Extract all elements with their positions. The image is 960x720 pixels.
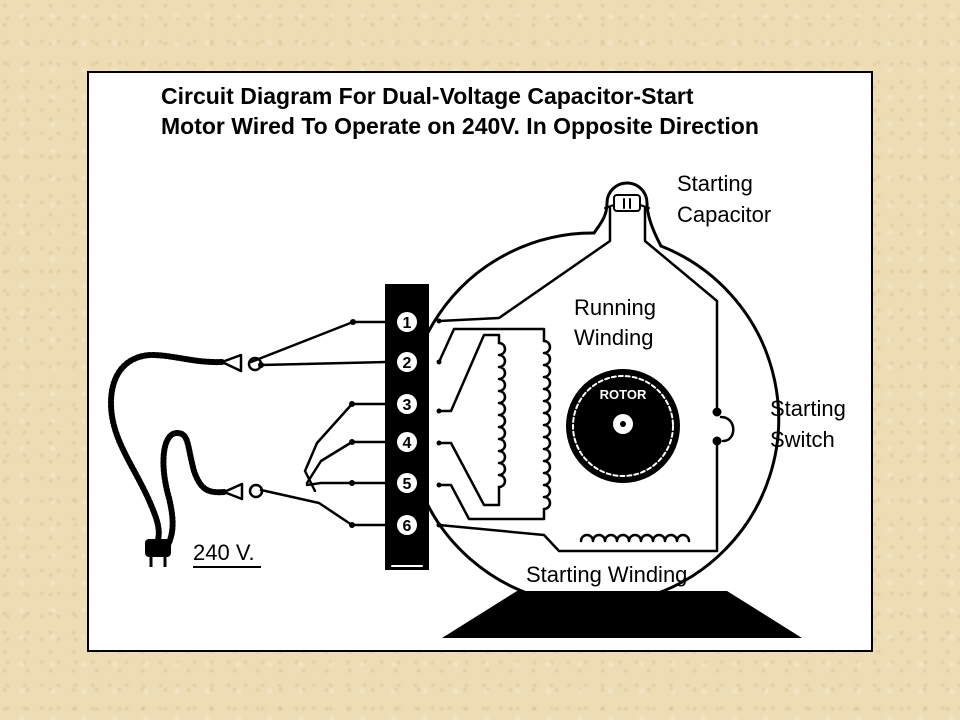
terminal-1: 1 [403,315,412,332]
junction-dots [258,318,442,528]
capacitor-housing [592,181,663,248]
power-cord-a [108,352,225,548]
wire-connector-top-icon [220,353,263,373]
power-cord-b [160,430,227,550]
supply-wire-6 [259,488,387,527]
capacitor-lead-right [643,206,719,411]
terminal-3: 3 [403,397,412,414]
starting-capacitor-icon [604,194,650,212]
terminal-labels: 1 2 3 4 5 6 [397,312,417,535]
starting-winding-return-lead [437,442,719,553]
title-line-1: Circuit Diagram For Dual-Voltage Capacit… [161,83,694,109]
starting-switch-icon [712,407,735,446]
jumper-wire-5 [305,481,387,487]
capacitor-lead-left [437,206,612,323]
jumper-wire-3 [303,402,387,493]
starting-winding-coil [579,533,691,543]
rotor [566,369,680,483]
terminal-4: 4 [403,435,412,452]
running-winding-coil-right [542,339,552,511]
motor-housing [405,231,781,607]
wire-connector-bottom-icon [222,482,264,501]
running-lead-c [437,327,546,364]
running-lead-b [437,441,501,507]
starting-switch-label-2: Switch [770,427,835,452]
voltage-label: 240 V. [193,540,255,565]
motor-base [442,591,802,638]
circuit-diagram: 1 2 3 4 5 6 [108,171,846,638]
diagram-title: Circuit Diagram For Dual-Voltage Capacit… [161,81,759,141]
starting-capacitor-label-1: Starting [677,171,753,196]
supply-wire-1 [249,320,387,364]
jumper-wire-4 [305,440,387,485]
terminal-2: 2 [403,355,412,372]
starting-winding-label: Starting Winding [526,562,687,587]
terminal-6: 6 [403,518,412,535]
title-line-2: Motor Wired To Operate on 240V. In Oppos… [161,113,759,139]
starting-switch-label-1: Starting [770,396,846,421]
running-winding-label-2: Winding [574,325,653,350]
rotor-label: ROTOR [600,387,647,402]
supply-wire-2 [259,360,387,367]
diagram-panel: Circuit Diagram For Dual-Voltage Capacit… [87,71,873,652]
power-plug-icon [145,539,171,567]
starting-capacitor-label-2: Capacitor [677,202,771,227]
running-lead-a [437,333,501,413]
terminal-5: 5 [403,476,412,493]
running-winding-coil-left [497,341,507,489]
running-winding-label-1: Running [574,295,656,320]
running-lead-d [437,483,546,521]
